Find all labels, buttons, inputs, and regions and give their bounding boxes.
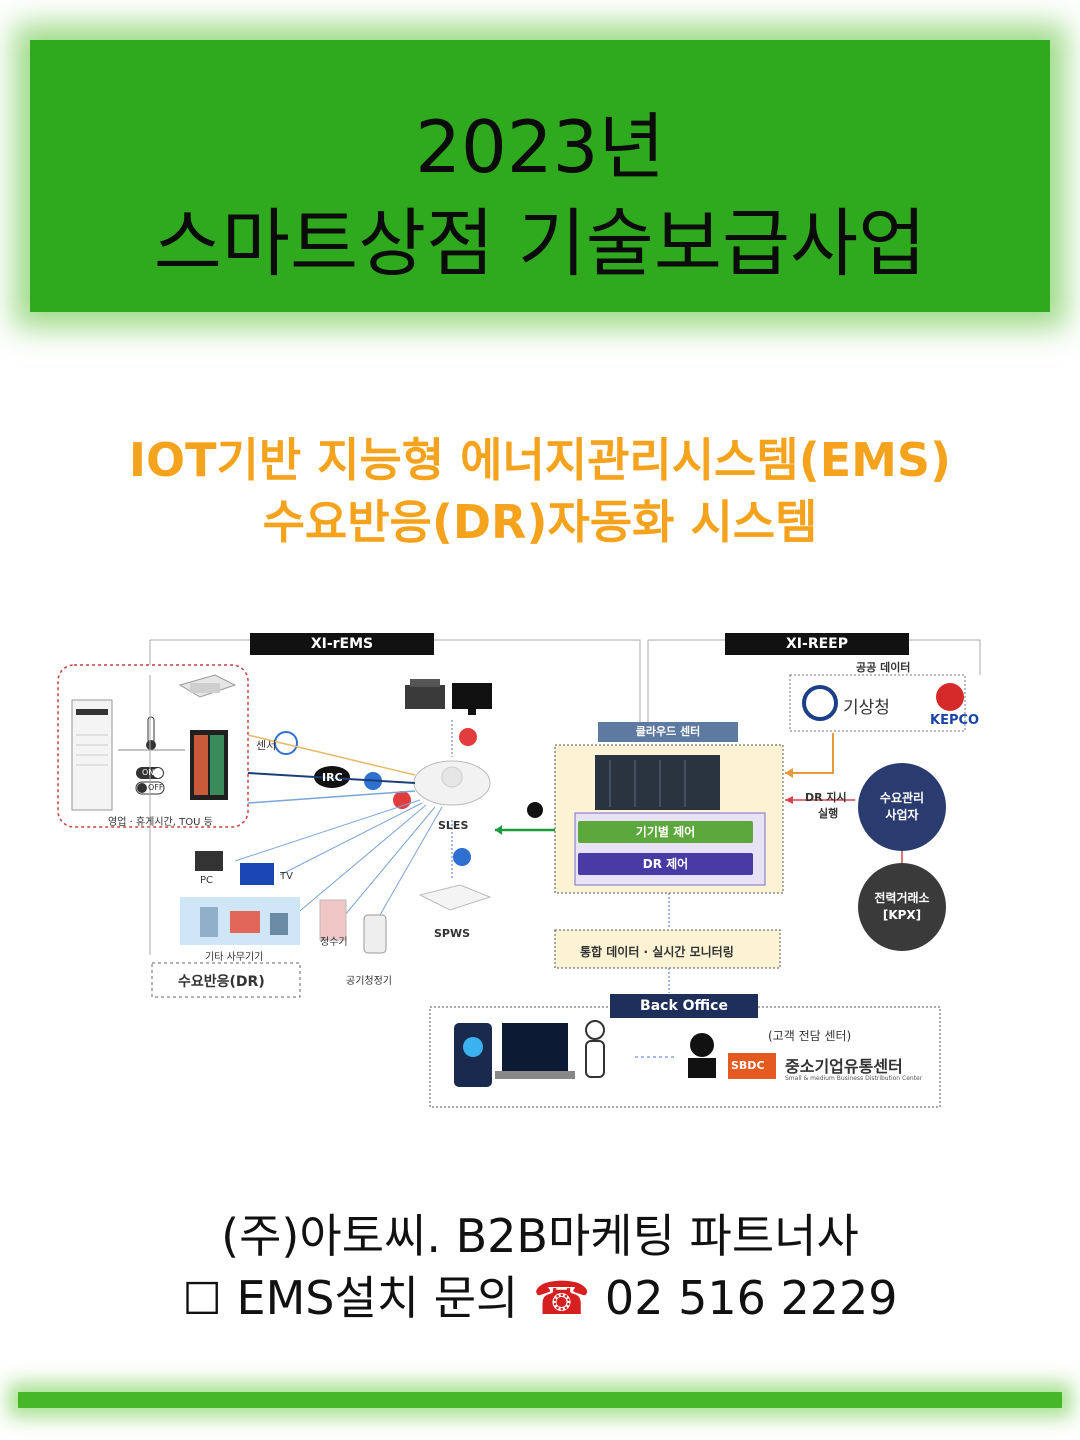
xi-reep-header: XI-REEP <box>725 633 909 655</box>
water-purifier-icon <box>319 899 347 941</box>
air-purifier-label: 공기청정기 <box>346 976 392 987</box>
irc-label: IRC <box>322 771 343 784</box>
tv-icon <box>240 863 274 885</box>
spws-switch-icon <box>418 884 492 911</box>
execution-label: 실행 <box>818 807 839 820</box>
zigbee-icon-top <box>459 728 477 746</box>
dr-box <box>151 962 301 998</box>
dr-control-bar: DR 제어 <box>578 853 753 875</box>
checkbox-icon: ☐ <box>182 1274 222 1325</box>
ems-system-diagram: XI-rEMS XI-REEP 공공 데이터 기상청 KEPCO 센서 IRC … <box>50 625 1040 1115</box>
company-line: (주)아토씨. B2B마케팅 파트너사 <box>221 1209 859 1263</box>
monitor-icon <box>452 683 492 709</box>
kpx-circle: 전력거래소 [KPX] <box>858 863 946 951</box>
sbdc-english-name: Small & medium Business Distribution Cen… <box>785 1075 923 1082</box>
back-office-header: Back Office <box>610 994 758 1018</box>
bottom-green-strip <box>18 1392 1062 1408</box>
contact-line: ☐ EMS설치 문의 ☎ 02 516 2229 <box>0 1262 1080 1328</box>
person-icon <box>585 1020 605 1040</box>
irc-icon <box>314 766 350 788</box>
server-rack-image <box>595 755 720 810</box>
tv-label: TV <box>280 871 293 882</box>
kepco-logo-icon <box>936 683 964 711</box>
telephone-icon: ☎ <box>532 1271 591 1325</box>
device-control-bar: 기기별 제어 <box>578 821 753 843</box>
kma-logo-icon <box>802 685 838 721</box>
printer-icon <box>405 685 445 709</box>
water-purifier-label: 정수기 <box>320 937 348 948</box>
laptop-icon <box>502 1023 568 1071</box>
dr-instruction-label: DR 지시 <box>805 791 847 804</box>
store-caption: 영업 · 휴게시간, TOU 등 <box>108 817 213 828</box>
kma-label: 기상청 <box>843 698 890 718</box>
spws-label: SPWS <box>434 927 471 940</box>
cloud-center-header: 클라우드 센터 <box>598 722 738 742</box>
sensor-icon <box>274 731 298 755</box>
integrated-data-box <box>554 929 781 969</box>
other-devices-label: 기타 사무기기 <box>205 952 264 963</box>
sbdc-label: SBDC <box>731 1059 765 1072</box>
sbdc-name: 중소기업유통센터 <box>785 1057 903 1076</box>
title-banner <box>0 0 1080 312</box>
pc-icon <box>195 851 223 871</box>
agent-headset-icon <box>690 1033 714 1057</box>
sles-label: SLES <box>438 819 469 832</box>
banner-year: 2023년 <box>415 105 665 189</box>
wifi-icon <box>527 802 543 818</box>
dr-label: 수요반응(DR) <box>178 974 265 990</box>
on-label: ON <box>142 768 155 777</box>
kepco-label: KEPCO <box>930 713 980 728</box>
demand-manager-circle: 수요관리 사업자 <box>858 763 946 851</box>
pc-label: PC <box>200 875 214 886</box>
xi-rems-header: XI-rEMS <box>250 633 434 655</box>
public-data-label: 공공 데이터 <box>856 661 911 674</box>
off-label: OFF <box>148 783 164 792</box>
headline-line-1: IOT기반 지능형 에너지관리시스템(EMS) <box>128 433 952 487</box>
ems-inquiry-text: EMS설치 문의 <box>236 1271 519 1325</box>
sensor-label: 센서 <box>256 739 277 752</box>
headline-line-2: 수요반응(DR)자동화 시스템 <box>262 495 818 549</box>
air-purifier-icon <box>363 914 387 954</box>
banner-title: 스마트상점 기술보급사업 <box>153 201 927 287</box>
integrated-data-label: 통합 데이터 · 실시간 모니터링 <box>580 945 734 959</box>
phone-number[interactable]: 02 516 2229 <box>604 1271 898 1325</box>
sbdc-logo-icon <box>728 1053 776 1079</box>
thermometer-icon <box>147 716 155 744</box>
banner-background <box>30 40 1050 312</box>
customer-center-label: (고객 전담 센터) <box>768 1029 852 1043</box>
bluetooth-icon-lower <box>453 848 471 866</box>
